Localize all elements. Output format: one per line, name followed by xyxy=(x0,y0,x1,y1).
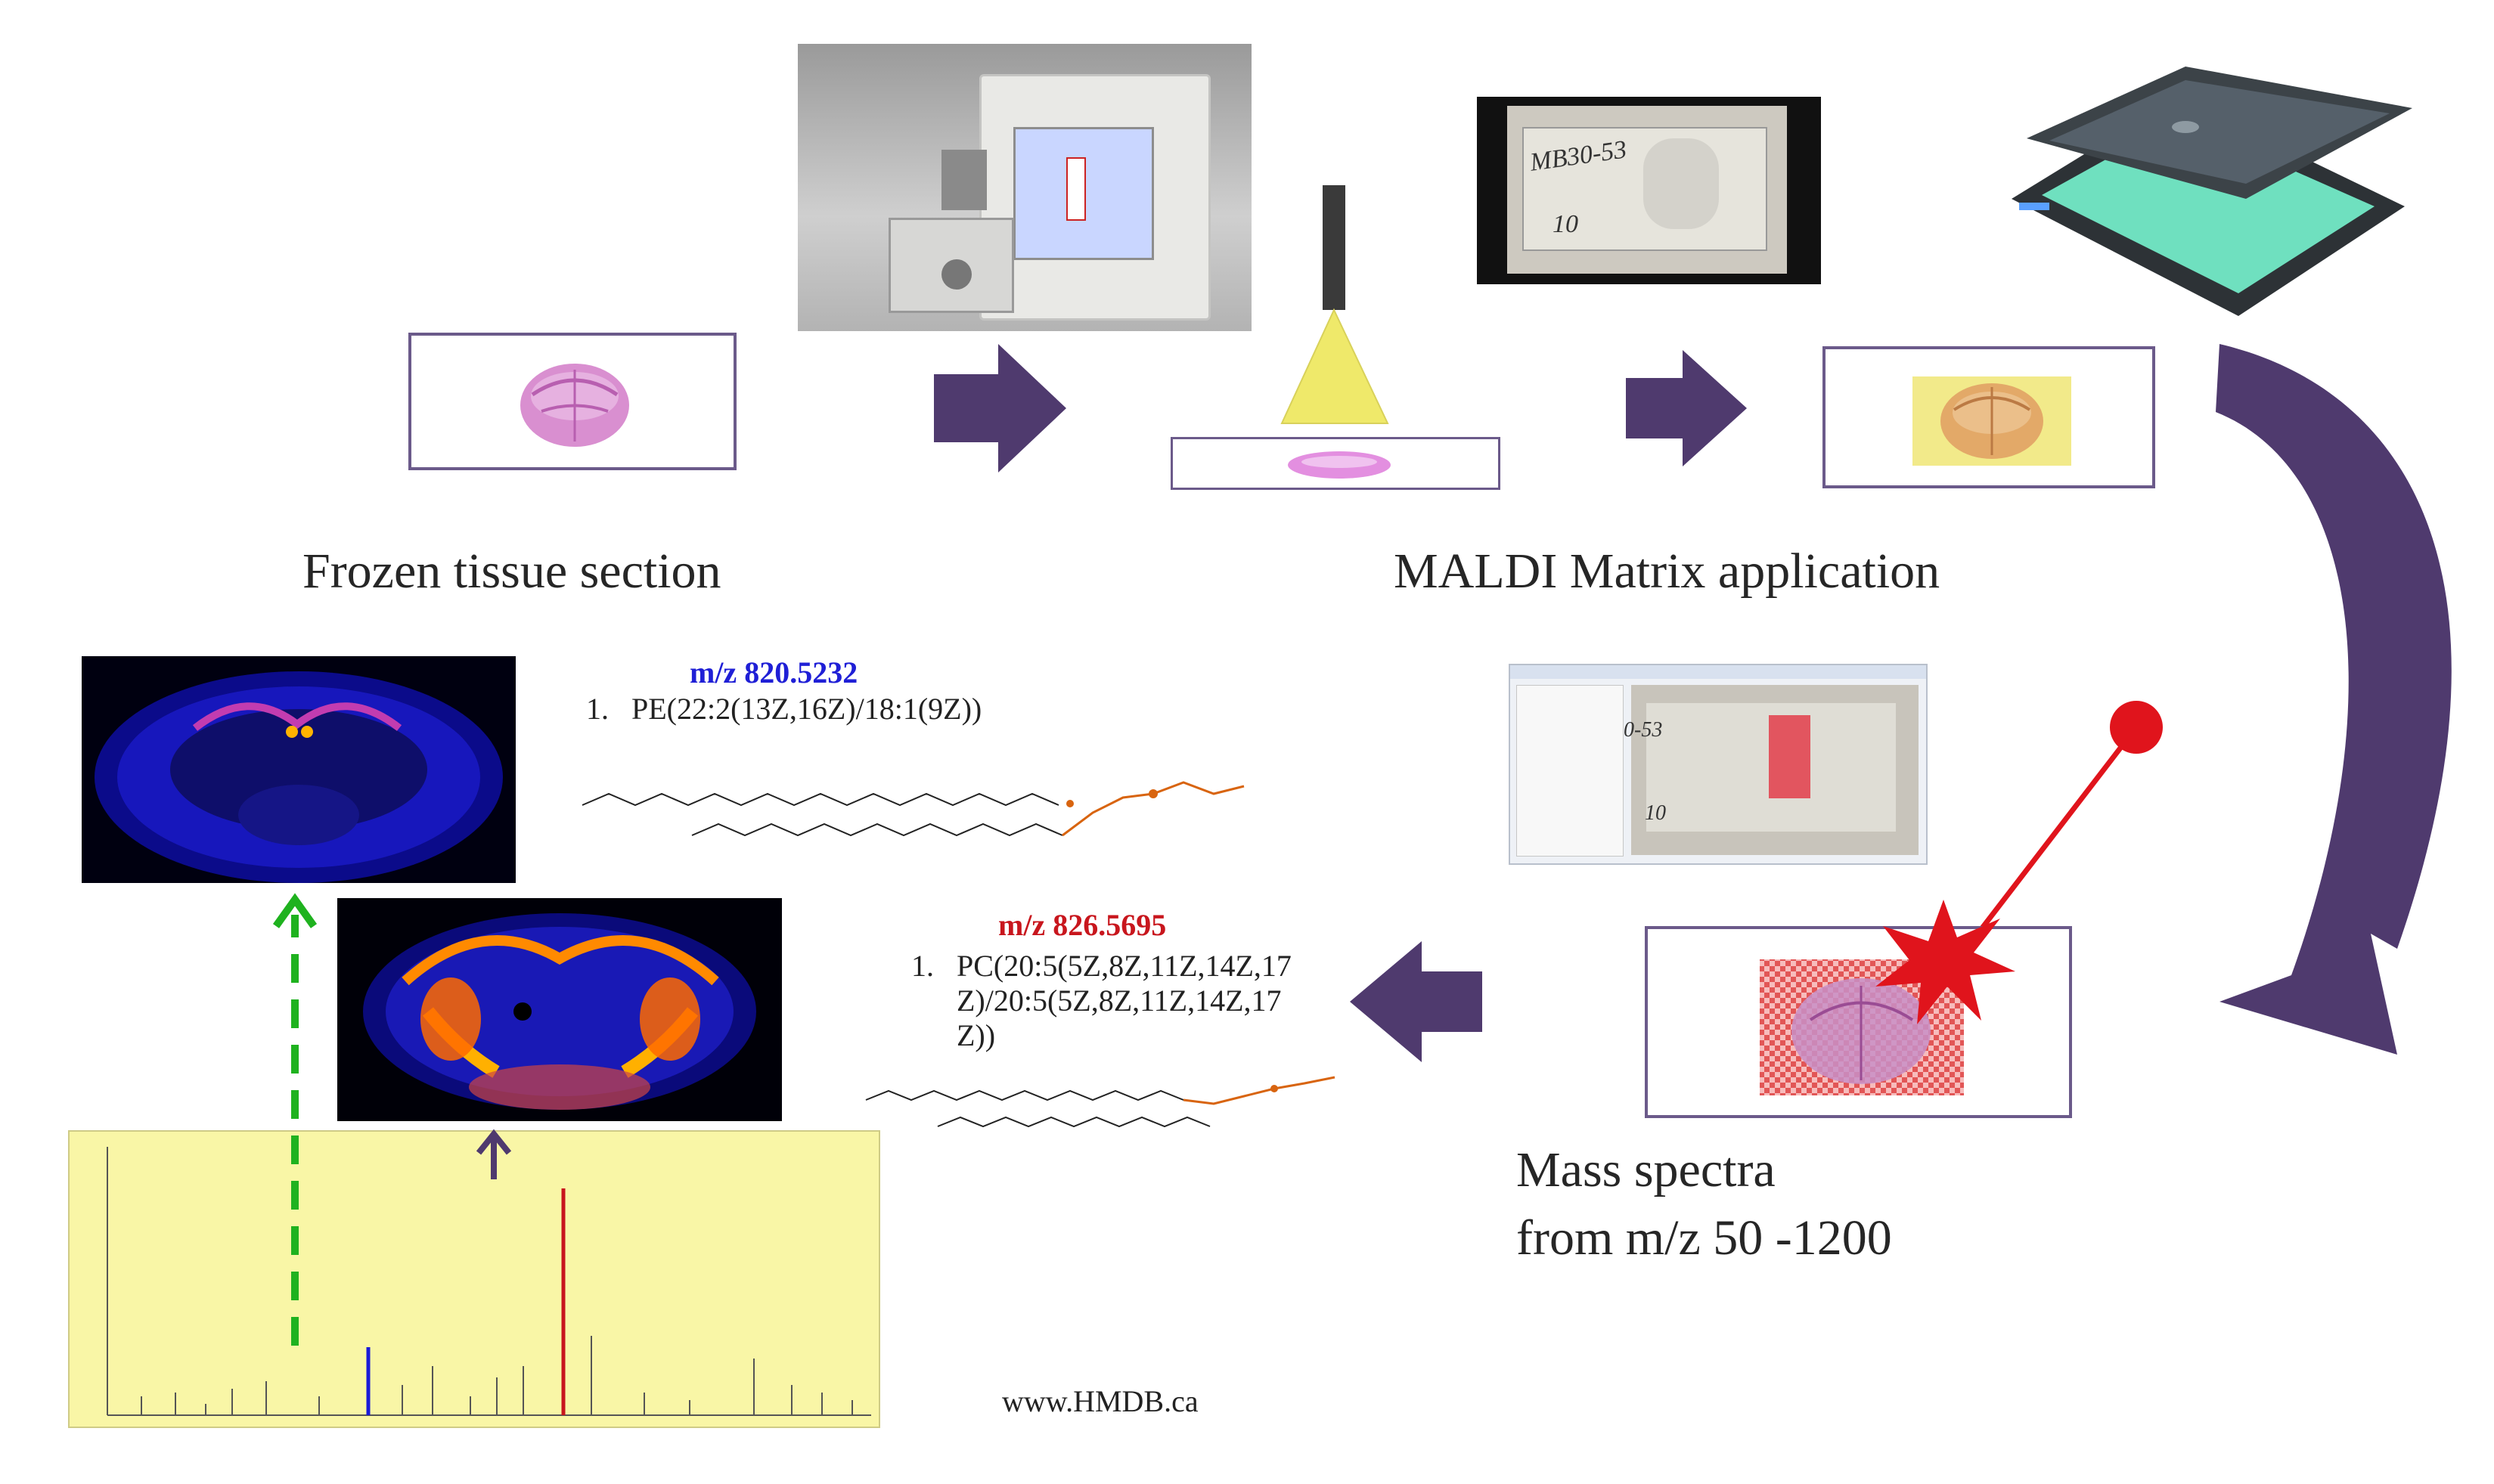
mass-spectra-caption-line1: Mass spectra xyxy=(1516,1142,1776,1197)
green-arrow-head xyxy=(272,893,318,928)
mass-spectrum-plot xyxy=(68,1130,880,1428)
curved-process-arrow xyxy=(2216,344,2452,1055)
mass-spectra-caption-line2: from m/z 50 -1200 xyxy=(1516,1210,1892,1266)
lipid1-number: 1. xyxy=(586,692,609,726)
lipid2-name-line3: Z)) xyxy=(957,1018,996,1052)
ion-image-820 xyxy=(82,656,516,883)
source-url: www.HMDB.ca xyxy=(1002,1384,1199,1418)
lipid2-structure xyxy=(865,1076,1335,1128)
matrix-sprayer-photo xyxy=(798,44,1252,331)
spray-slide xyxy=(1171,437,1500,490)
slide-handwriting-2: 10 xyxy=(1553,210,1578,238)
scanner-icon xyxy=(2012,67,2412,316)
lipid2-name-line2: Z)/20:5(5Z,8Z,11Z,14Z,17 xyxy=(957,984,1282,1018)
laser-burst-icon xyxy=(1875,900,2015,1024)
laser-beam xyxy=(1964,725,2139,951)
matrix-coated-slide xyxy=(1822,346,2155,488)
frozen-tissue-caption: Frozen tissue section xyxy=(302,544,721,599)
lipid2-number: 1. xyxy=(911,949,934,983)
software-screenshot: 0-53 10 xyxy=(1509,664,1928,865)
lipid1-structure xyxy=(582,781,1245,837)
lipid2-name-line1: PC(20:5(5Z,8Z,11Z,14Z,17 xyxy=(957,949,1292,983)
frozen-tissue-slide xyxy=(408,333,737,470)
lipid2-mz: m/z 826.5695 xyxy=(998,908,1167,942)
process-arrow-right-1 xyxy=(934,344,1066,472)
laser-source xyxy=(2110,701,2163,754)
lipid2-annotation: 1. PC(20:5(5Z,8Z,11Z,14Z,17 Z)/20:5(5Z,8… xyxy=(911,949,1380,1053)
tissue-section-icon xyxy=(520,364,629,447)
process-arrow-left xyxy=(1350,941,1482,1062)
screen-handwriting-1: 0-53 xyxy=(1624,718,1663,742)
matrix-caption: MALDI Matrix application xyxy=(1394,544,1940,599)
matrix-spray-icon xyxy=(1280,185,1389,424)
tissue-section-flat-icon xyxy=(1288,451,1391,479)
matrix-tissue-icon xyxy=(1912,376,2071,466)
lipid1-annotation: 1. PE(22:2(13Z,16Z)/18:1(9Z)) xyxy=(586,692,1040,727)
process-arrow-right-2 xyxy=(1626,350,1747,466)
lipid1-name: PE(22:2(13Z,16Z)/18:1(9Z)) xyxy=(631,692,982,726)
slide-holder-photo: MB30-53 10 xyxy=(1477,97,1821,284)
lipid1-mz: m/z 820.5232 xyxy=(690,655,858,689)
purple-arrow-head xyxy=(476,1129,512,1155)
ion-image-826 xyxy=(337,898,782,1121)
screen-handwriting-2: 10 xyxy=(1645,801,1666,825)
